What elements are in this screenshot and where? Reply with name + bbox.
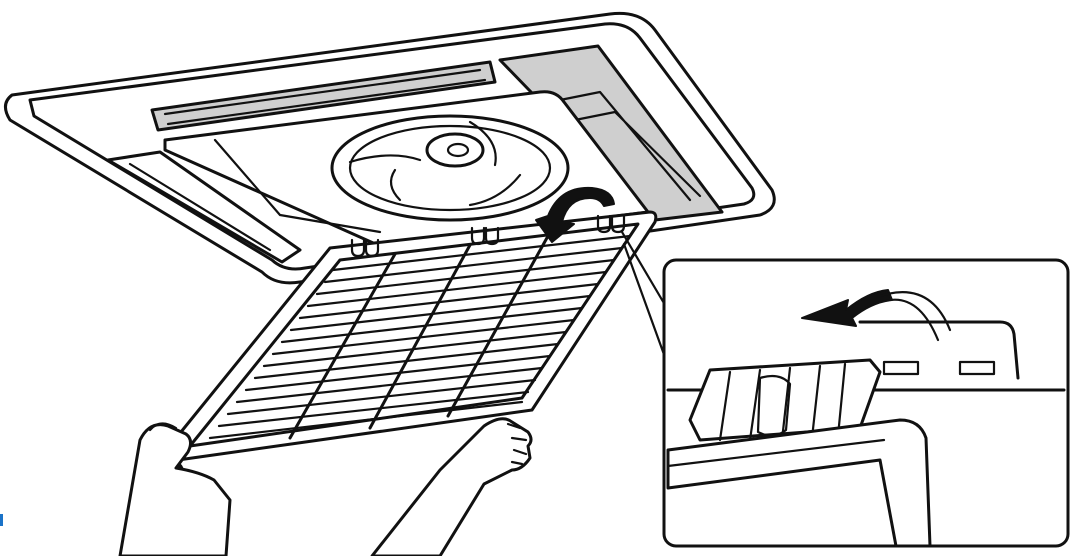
grille-bar <box>315 258 616 296</box>
grille-hook <box>596 214 626 234</box>
ceiling-unit <box>4 11 776 285</box>
rotate-arrow-icon <box>535 186 615 243</box>
grille-frame-inner <box>188 222 640 448</box>
right-hand <box>370 417 533 556</box>
outer-panel-inner-edge <box>28 22 756 271</box>
grille-bar <box>226 378 537 416</box>
grille-bar <box>244 354 552 392</box>
grille-divider <box>446 234 550 418</box>
grille-hook <box>470 226 500 246</box>
grille-bar <box>331 234 632 272</box>
grille-bar <box>323 246 624 284</box>
grille-bar <box>271 318 576 356</box>
fan-blade <box>348 154 422 164</box>
grille-bar <box>298 282 600 320</box>
detail-inset <box>662 258 1070 548</box>
grille-dividers <box>288 234 550 440</box>
air-outlet-side-inner <box>128 162 272 252</box>
detail-slots <box>882 360 996 376</box>
fan-blade <box>468 120 497 167</box>
callout-connector <box>622 242 668 362</box>
air-outlet-right-inner <box>558 90 702 202</box>
left-hand <box>118 422 232 556</box>
fan-housing <box>330 114 570 222</box>
air-outlet-left-inner <box>163 68 487 126</box>
grille-divider <box>288 252 397 440</box>
grille-bar <box>208 400 524 440</box>
grille-bar <box>289 294 592 332</box>
fan <box>330 114 570 222</box>
grille-bar <box>262 330 568 368</box>
detail-latch-roller <box>756 374 792 437</box>
detail-grille-edge-line <box>666 438 886 468</box>
fan-blade <box>389 168 402 202</box>
grille-divider <box>368 243 472 430</box>
grille-bar <box>217 390 530 428</box>
callout-connector <box>620 230 670 312</box>
grille-bar <box>280 306 584 344</box>
grille-bar <box>235 366 544 404</box>
fan-rim <box>348 124 552 212</box>
corner-mark <box>0 514 3 526</box>
push-arrow-icon <box>801 289 893 327</box>
detail-latch-lines <box>718 362 847 442</box>
fan-hub-center <box>446 142 470 158</box>
fan-blade <box>468 173 522 207</box>
fan-hub <box>425 132 485 168</box>
grille-bar <box>306 270 608 308</box>
grille-hook <box>350 238 380 258</box>
inner-opening-frame <box>213 138 382 234</box>
grille-bars <box>208 234 632 440</box>
detail-grille-edge <box>666 418 932 548</box>
detail-hook-curve <box>878 291 952 342</box>
